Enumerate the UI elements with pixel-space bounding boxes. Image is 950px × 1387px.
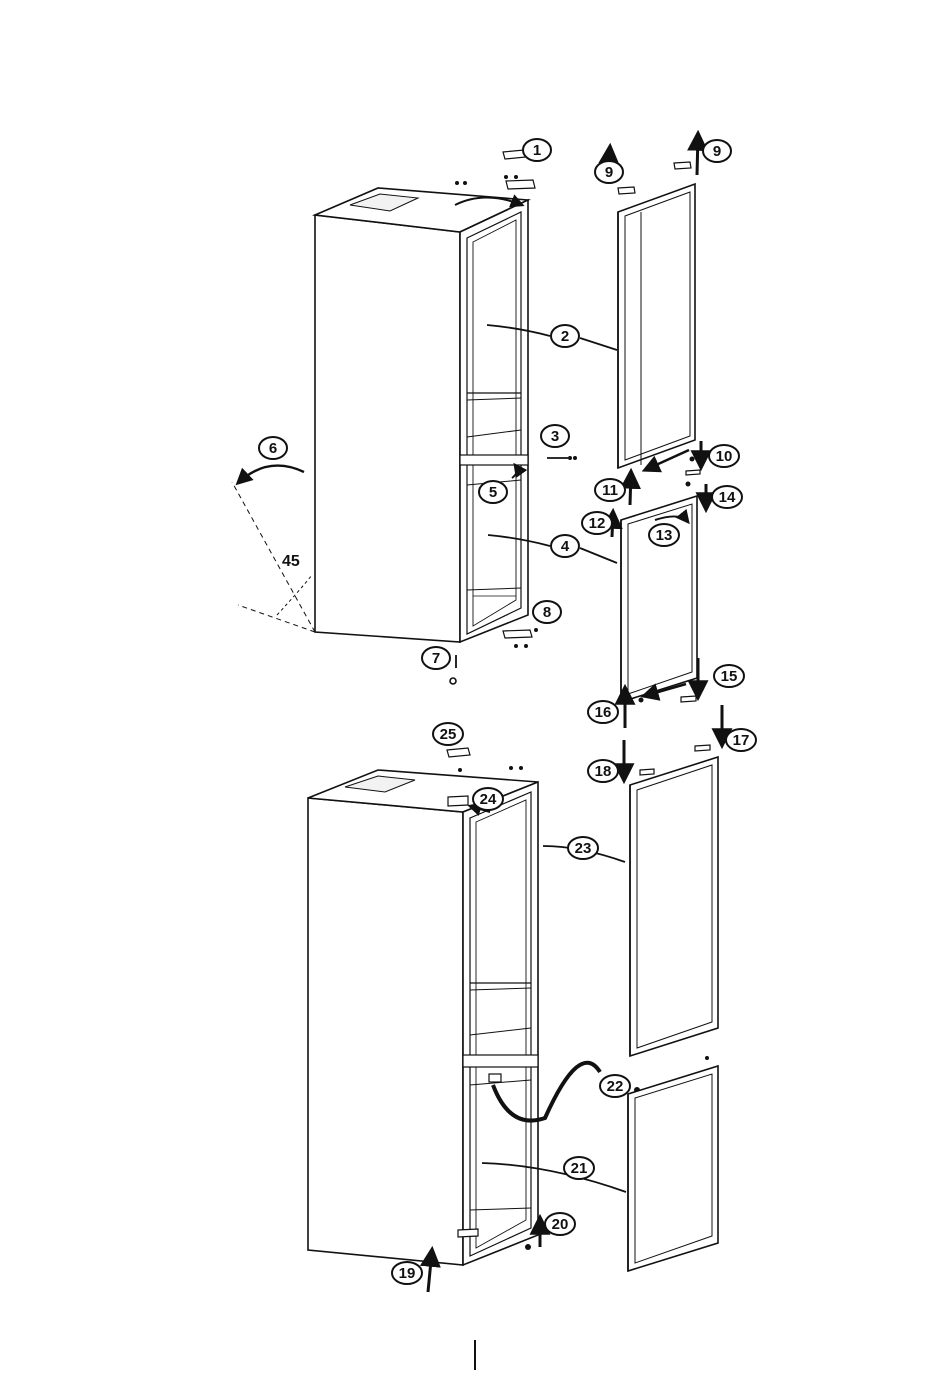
callout-6: 6: [259, 437, 287, 459]
svg-text:11: 11: [602, 482, 618, 499]
callout-14: 14: [712, 486, 742, 508]
svg-text:12: 12: [589, 515, 606, 532]
svg-text:13: 13: [656, 527, 673, 544]
svg-text:19: 19: [399, 1265, 416, 1282]
svg-text:1: 1: [533, 142, 541, 159]
door-swing-indicator: 45: [232, 466, 315, 632]
callout-8: 8: [533, 601, 561, 623]
svg-text:2: 2: [561, 328, 569, 345]
callout-25: 25: [433, 723, 463, 745]
callout-23: 23: [568, 837, 598, 859]
fridge-cabinet-top: [315, 188, 528, 684]
upper-door-top: [618, 184, 695, 468]
svg-text:7: 7: [432, 650, 440, 667]
lower-door-bottom: [628, 1066, 718, 1271]
callout-10: 10: [709, 445, 739, 467]
svg-text:9: 9: [605, 164, 613, 181]
svg-text:14: 14: [719, 489, 736, 506]
callout-2: 2: [551, 325, 579, 347]
svg-text:23: 23: [575, 840, 592, 857]
callout-13: 13: [649, 524, 679, 546]
callout-17: 17: [726, 729, 756, 751]
callout-7: 7: [422, 647, 450, 669]
callout-18: 18: [588, 760, 618, 782]
callout-15: 15: [714, 665, 744, 687]
callout-5: 5: [479, 481, 507, 503]
svg-text:22: 22: [607, 1078, 624, 1095]
callout-20: 20: [545, 1213, 575, 1235]
svg-text:10: 10: [716, 448, 733, 465]
svg-text:8: 8: [543, 604, 551, 621]
svg-text:20: 20: [552, 1216, 569, 1233]
callout-16: 16: [588, 701, 618, 723]
callout-12: 12: [582, 512, 612, 534]
callout-3: 3: [541, 425, 569, 447]
svg-text:21: 21: [571, 1160, 588, 1177]
callout-9-left: 9: [595, 161, 623, 183]
callout-24: 24: [473, 788, 503, 810]
angle-label: 45: [282, 553, 300, 570]
callout-19: 19: [392, 1262, 422, 1284]
svg-text:18: 18: [595, 763, 612, 780]
svg-text:3: 3: [551, 428, 559, 445]
svg-text:4: 4: [561, 538, 570, 555]
svg-text:6: 6: [269, 440, 277, 457]
svg-text:24: 24: [480, 791, 497, 808]
callout-21: 21: [564, 1157, 594, 1179]
callout-1: 1: [523, 139, 551, 161]
svg-text:25: 25: [440, 726, 457, 743]
svg-text:5: 5: [489, 484, 497, 501]
callout-4: 4: [551, 535, 579, 557]
svg-text:17: 17: [733, 732, 750, 749]
svg-text:16: 16: [595, 704, 612, 721]
upper-door-bottom: [630, 757, 718, 1056]
callout-22: 22: [600, 1075, 630, 1097]
svg-text:15: 15: [721, 668, 738, 685]
callout-9-right: 9: [703, 140, 731, 162]
fridge-cabinet-bottom: [308, 770, 538, 1265]
callout-11: 11: [595, 479, 625, 501]
svg-text:9: 9: [713, 143, 721, 160]
